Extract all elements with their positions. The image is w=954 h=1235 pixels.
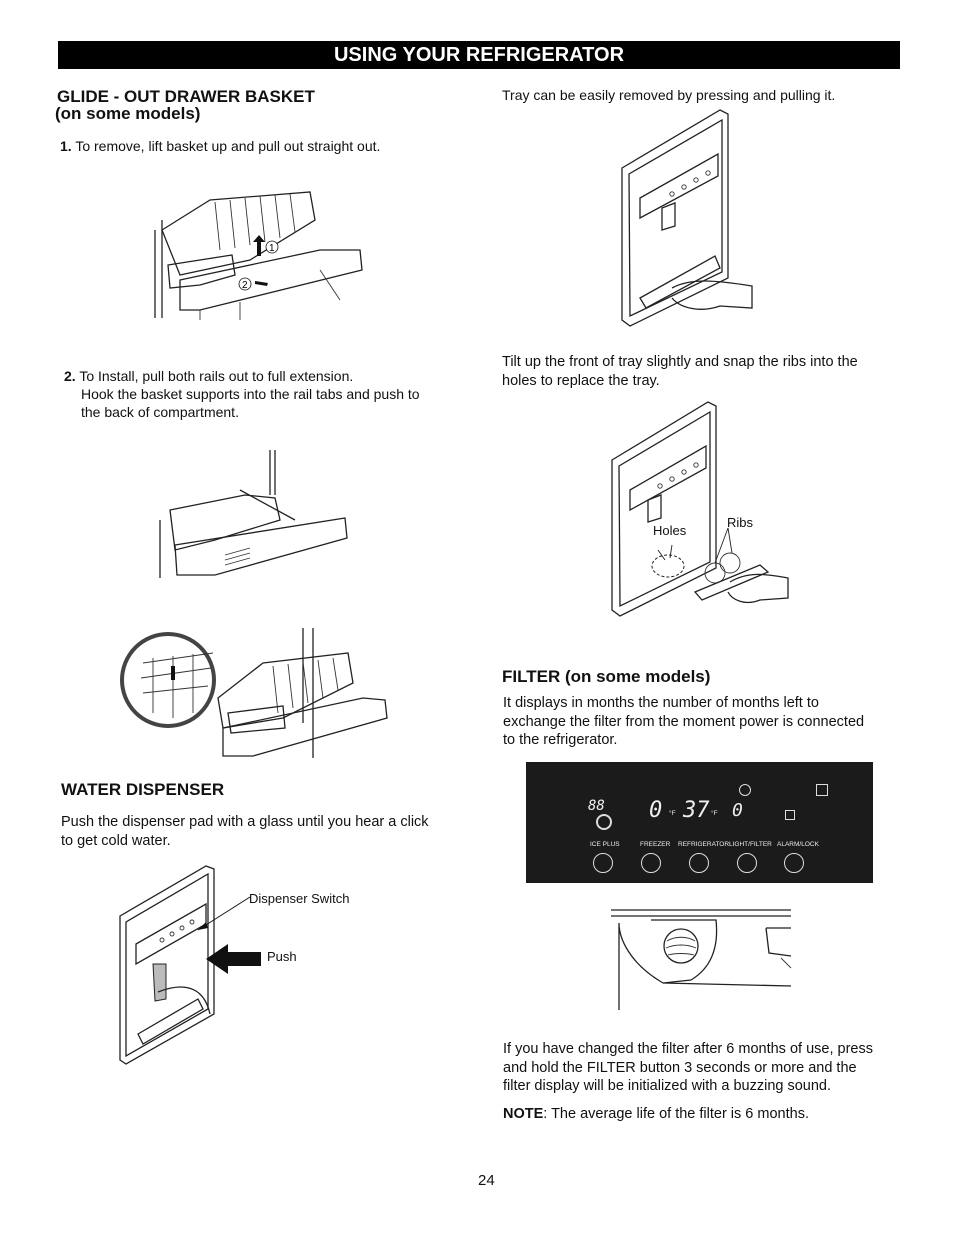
btn-label-ice-plus: ICE PLUS [590, 841, 620, 848]
tray-remove-text: Tray can be easily removed by pressing a… [502, 87, 836, 103]
refrigerator-button[interactable] [689, 853, 709, 873]
filter-text: It displays in months the number of mont… [503, 694, 864, 750]
callout-2: 2 [242, 280, 248, 291]
push-label: Push [267, 949, 297, 964]
filter-note: NOTE: The average life of the filter is … [503, 1105, 809, 1124]
ice-plus-icon [596, 814, 612, 830]
btn-label-freezer: FREEZER [640, 841, 671, 848]
filter-change-line3: filter display will be initialized with … [503, 1078, 832, 1094]
step2-line2: Hook the basket supports into the rail t… [81, 386, 420, 402]
freezer-temp-digits: 0 [649, 798, 663, 823]
step2-line3: the back of compartment. [81, 404, 239, 420]
ice-plus-button[interactable] [593, 853, 613, 873]
dispenser-switch-label: Dispenser Switch [249, 891, 350, 906]
door-alarm-icon [816, 784, 828, 796]
filter-housing-illustration [611, 909, 792, 1010]
holes-label: Holes [653, 523, 687, 538]
btn-label-refrigerator: REFRIGERATOR [678, 841, 730, 848]
filter-text-line1: It displays in months the number of mont… [503, 695, 819, 711]
tray-replace-line2: holes to replace the tray. [502, 372, 660, 389]
page-header-banner: USING YOUR REFRIGERATOR [58, 41, 900, 69]
rail-extension-illustration [159, 450, 348, 578]
tray-replace-text: Tilt up the front of tray slightly and s… [502, 353, 858, 390]
basket-removal-illustration: 1 2 [154, 191, 363, 320]
light-filter-button[interactable] [737, 853, 757, 873]
note-label: NOTE [503, 1106, 544, 1122]
fridge-temp-digits: 37 [683, 798, 710, 823]
step1-text: To remove, lift basket up and pull out s… [75, 138, 381, 154]
glide-step1: 1. To remove, lift basket up and pull ou… [60, 137, 380, 155]
water-dispenser-title: WATER DISPENSER [61, 780, 225, 799]
filter-title: FILTER (on some models) [502, 667, 711, 686]
light-icon [739, 784, 751, 796]
push-arrow-icon [206, 944, 261, 974]
page-number: 24 [478, 1172, 495, 1189]
freezer-button[interactable] [641, 853, 661, 873]
step2-number: 2. [64, 368, 76, 384]
freezer-unit: °F [669, 810, 676, 817]
water-dispenser-text: Push the dispenser pad with a glass unti… [61, 813, 429, 850]
filter-change-line1: If you have changed the filter after 6 m… [503, 1041, 873, 1057]
tray-replace-illustration [611, 401, 789, 617]
btn-label-light-filter: LIGHT/FILTER [729, 841, 772, 848]
filter-change-line2: and hold the FILTER button 3 seconds or … [503, 1059, 857, 1076]
ribs-label: Ribs [727, 515, 754, 530]
filter-months-digits: 0 [732, 800, 743, 821]
filter-text-line3: to the refrigerator. [503, 732, 618, 748]
alarm-lock-button[interactable] [784, 853, 804, 873]
room-temp-digits: 88 [588, 798, 605, 814]
water-text-line2: to get cold water. [61, 832, 171, 849]
dispenser-switch-leader [197, 896, 251, 931]
glide-subtitle: (on some models) [55, 104, 201, 123]
lock-icon [785, 810, 795, 820]
step1-number: 1. [60, 138, 72, 154]
filter-text-line2: exchange the filter from the moment powe… [503, 713, 865, 730]
glide-step2: 2. To Install, pull both rails out to fu… [64, 367, 420, 421]
callout-1: 1 [269, 243, 275, 254]
control-panel-display: 88 0 °F 37 °F 0 ICE PLUS FREEZER REFRIGE… [526, 762, 873, 883]
glide-title: GLIDE - OUT DRAWER BASKET [57, 87, 315, 106]
btn-label-alarm-lock: ALARM/LOCK [777, 841, 819, 848]
rail-tab-closeup-illustration [120, 628, 388, 758]
tray-replace-line1: Tilt up the front of tray slightly and s… [502, 354, 858, 370]
filter-change-text: If you have changed the filter after 6 m… [503, 1040, 873, 1096]
step2-line1: To Install, pull both rails out to full … [79, 368, 354, 384]
fridge-unit: °F [711, 810, 718, 817]
water-text-line1: Push the dispenser pad with a glass unti… [61, 814, 429, 830]
note-text: : The average life of the filter is 6 mo… [543, 1106, 809, 1122]
tray-removal-illustration [621, 109, 753, 327]
